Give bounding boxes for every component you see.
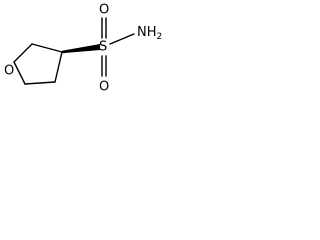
- ring-bond-c3-c4: [54, 51, 63, 83]
- amine-subscript: 2: [157, 32, 163, 42]
- ring-bond-c2-c3: [31, 43, 63, 53]
- amine-label: NH2: [137, 25, 162, 42]
- oxygen-top-label: O: [99, 3, 109, 18]
- amine-n-text: NH: [137, 25, 157, 40]
- ring-bond-c4-c5: [24, 81, 56, 85]
- sulfur-label: S: [99, 40, 107, 55]
- structure-diagram: O S O O NH2: [4, 3, 162, 95]
- oxygen-bottom-label: O: [99, 80, 109, 95]
- wedge-bond-c3-s: [62, 44, 100, 54]
- ring-bond-o-c2: [13, 43, 33, 63]
- ring-bond-c5-o: [13, 61, 26, 85]
- bond-s-n: [109, 33, 135, 45]
- ring-oxygen-label: O: [4, 64, 14, 79]
